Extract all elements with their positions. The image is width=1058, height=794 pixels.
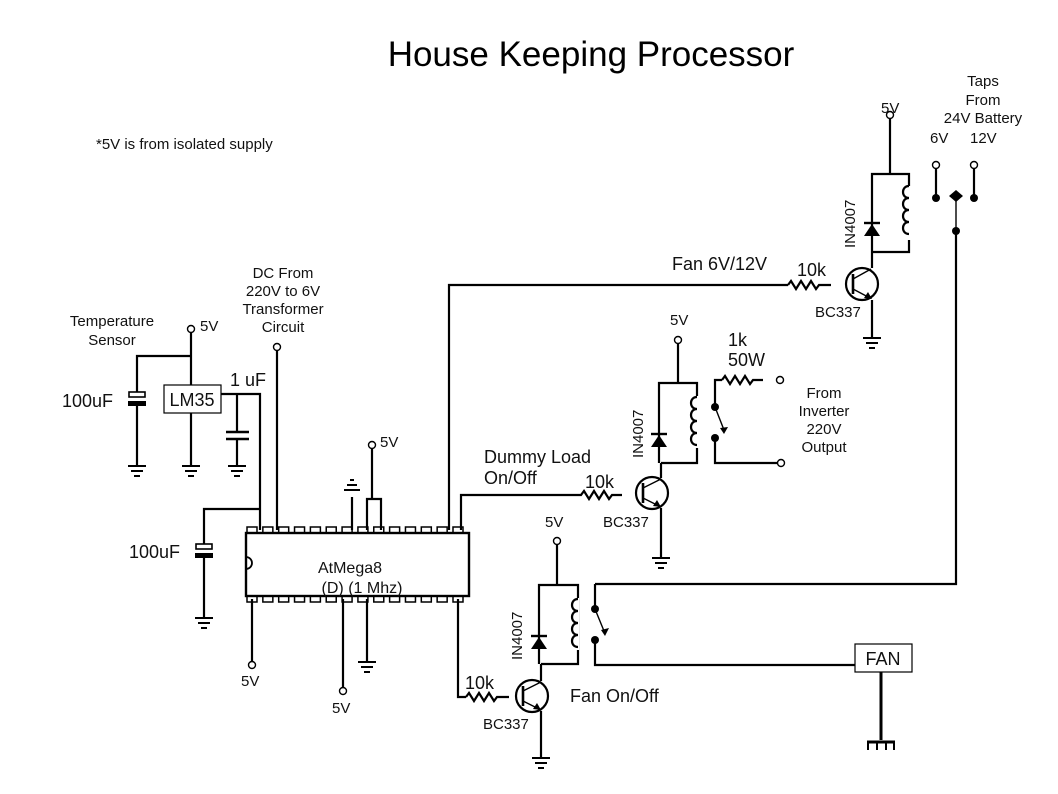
- diode-icon: [651, 435, 667, 447]
- transistor-icon: [634, 475, 670, 511]
- dc-input-label-3: Transformer: [242, 301, 323, 318]
- dc-input-terminal: [272, 342, 282, 352]
- diagram-title: House Keeping Processor: [388, 35, 795, 74]
- capacitor-icon: [195, 543, 213, 550]
- fan-onoff-signal-label: Fan On/Off: [570, 686, 660, 706]
- supply-label-5v: 5V: [881, 100, 899, 117]
- diode-icon: [531, 637, 547, 649]
- inverter-label-4: Output: [801, 439, 847, 456]
- supply-label-5v: 5V: [332, 700, 350, 717]
- inverter-terminal-2: [776, 458, 786, 468]
- capacitor-1uf-label: 1 uF: [230, 370, 266, 390]
- ground-icon: [651, 557, 671, 569]
- dc-input-label-1: DC From: [253, 265, 314, 282]
- supply-terminal-5v: [247, 660, 257, 670]
- battery-taps-label-3: 24V Battery: [944, 110, 1023, 127]
- battery-tap-12v-terminal: [969, 160, 979, 170]
- relay-coil-icon: [689, 395, 698, 447]
- dc-input-label-4: Circuit: [262, 319, 305, 336]
- temperature-sensor-label-2: Sensor: [88, 332, 136, 349]
- mcu-decoupling: 100uF: [129, 507, 260, 629]
- resistor-icon: [576, 488, 622, 502]
- changeover-switch-icon: [949, 190, 963, 202]
- inverter-label-1: From: [807, 385, 842, 402]
- dummy-load-transistor-label: BC337: [603, 514, 649, 531]
- mcu-name: AtMega8: [318, 560, 382, 577]
- supply-terminal-5v: [367, 440, 377, 450]
- mcu-subtitle: (D) (1 Mhz): [322, 580, 403, 597]
- resistor-icon: [787, 278, 831, 292]
- fan-speed-transistor-label: BC337: [815, 304, 861, 321]
- dummy-load-label-2: On/Off: [484, 468, 538, 488]
- temperature-sensor-section: Temperature Sensor 5V 100uF LM35 1 uF: [62, 313, 266, 530]
- load-resistor-label-2: 50W: [728, 350, 765, 370]
- fan-speed-resistor-label: 10k: [797, 260, 827, 280]
- supply-label-5v: 5V: [200, 318, 218, 335]
- relay-coil-icon: [570, 597, 579, 649]
- transistor-icon: [844, 266, 880, 302]
- isolated-supply-note: *5V is from isolated supply: [96, 136, 273, 153]
- lm35-label: LM35: [169, 390, 214, 410]
- mcu-body: [244, 531, 471, 598]
- load-resistor-icon: [721, 373, 763, 387]
- dc-input-label-2: 220V to 6V: [246, 283, 320, 300]
- chassis-ground-icon: [867, 740, 895, 750]
- ground-icon: [227, 465, 247, 477]
- supply-terminal-5v: [885, 110, 895, 120]
- fan-onoff-diode-label: IN4007: [509, 612, 526, 660]
- ground-icon: [181, 465, 201, 477]
- resistor-icon: [465, 690, 509, 704]
- battery-tap-6v-label: 6V: [930, 130, 948, 147]
- supply-label-5v: 5V: [670, 312, 688, 329]
- supply-terminal-5v: [186, 324, 196, 334]
- capacitor-plate: [128, 401, 146, 406]
- dc-input-section: DC From 220V to 6V Transformer Circuit: [242, 265, 324, 530]
- fan-label: FAN: [865, 649, 900, 669]
- battery-taps-label-2: From: [966, 92, 1001, 109]
- supply-label-5v: 5V: [545, 514, 563, 531]
- supply-label-5v: 5V: [241, 673, 259, 690]
- ground-icon: [194, 617, 214, 629]
- supply-terminal-5v: [673, 335, 683, 345]
- ground-icon: [862, 337, 882, 349]
- relay-coil-icon: [901, 184, 910, 236]
- diode-icon: [864, 224, 880, 236]
- fan-speed-diode-label: IN4007: [842, 200, 859, 248]
- load-resistor-label-1: 1k: [728, 330, 748, 350]
- supply-terminal-5v: [338, 686, 348, 696]
- lm35-sensor-ic: [163, 384, 222, 414]
- mcu-capacitor-label: 100uF: [129, 542, 180, 562]
- transistor-icon: [514, 678, 550, 714]
- battery-tap-12v-label: 12V: [970, 130, 997, 147]
- dummy-load-diode-label: IN4007: [630, 410, 647, 458]
- fan-speed-driver: Fan 6V/12V 10k BC337 5V IN4007: [447, 100, 912, 530]
- battery-taps: Taps From 24V Battery 6V 12V: [595, 73, 1023, 586]
- inverter-label-3: 220V: [806, 421, 841, 438]
- battery-taps-label-1: Taps: [967, 73, 999, 90]
- dummy-load-resistor-label: 10k: [585, 472, 615, 492]
- inverter-label-2: Inverter: [799, 403, 850, 420]
- supply-terminal-5v: [552, 536, 562, 546]
- dummy-load-driver: Dummy Load On/Off 10k BC337 5V IN4007 1k…: [459, 312, 850, 569]
- temperature-sensor-label-1: Temperature: [70, 313, 154, 330]
- capacitor-icon: [128, 391, 146, 398]
- dummy-load-label-1: Dummy Load: [484, 447, 591, 467]
- supply-label-5v: 5V: [380, 434, 398, 451]
- inverter-terminal-1: [775, 375, 785, 385]
- atmega8-chip: AtMega8 (D) (1 Mhz) 5V 5V 5V: [241, 434, 471, 717]
- ground-icon: [531, 757, 551, 769]
- fan-onoff-resistor-label: 10k: [465, 673, 495, 693]
- fan-onoff-driver: 10k BC337 Fan On/Off 5V IN4007 FAN: [456, 514, 913, 769]
- ground-icon: [127, 465, 147, 477]
- pin1-notch-icon: [245, 556, 253, 570]
- fan-speed-signal-label: Fan 6V/12V: [672, 254, 767, 274]
- fan-load-box: [854, 643, 913, 673]
- fan-onoff-transistor-label: BC337: [483, 716, 529, 733]
- ground-icon: [357, 661, 377, 673]
- battery-tap-6v-terminal: [931, 160, 941, 170]
- capacitor-100uf-label: 100uF: [62, 391, 113, 411]
